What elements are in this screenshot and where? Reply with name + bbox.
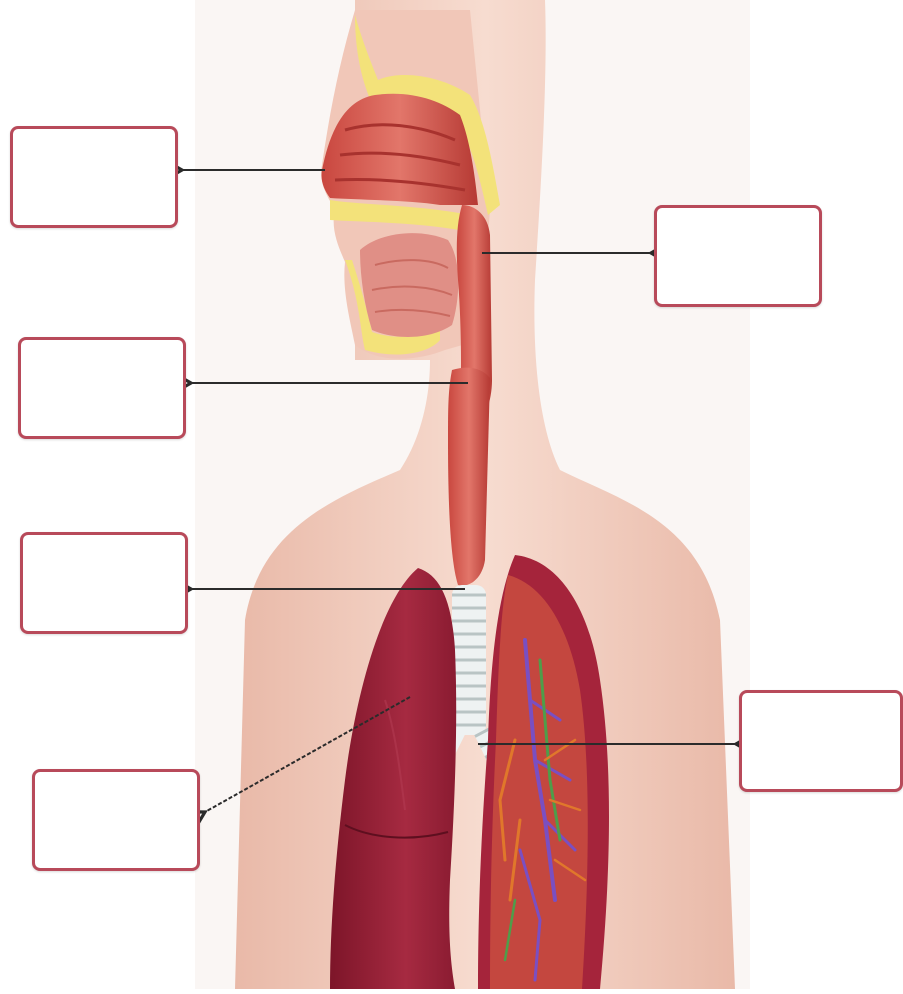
label-box-lung[interactable] (32, 769, 200, 871)
larynx-trachea-upper (448, 368, 490, 586)
label-box-trachea[interactable] (20, 532, 188, 634)
tongue (360, 233, 458, 337)
label-box-nasal-cavity[interactable] (10, 126, 178, 228)
label-box-larynx[interactable] (18, 337, 186, 439)
label-box-bronchus[interactable] (739, 690, 903, 792)
label-box-pharynx[interactable] (654, 205, 822, 307)
